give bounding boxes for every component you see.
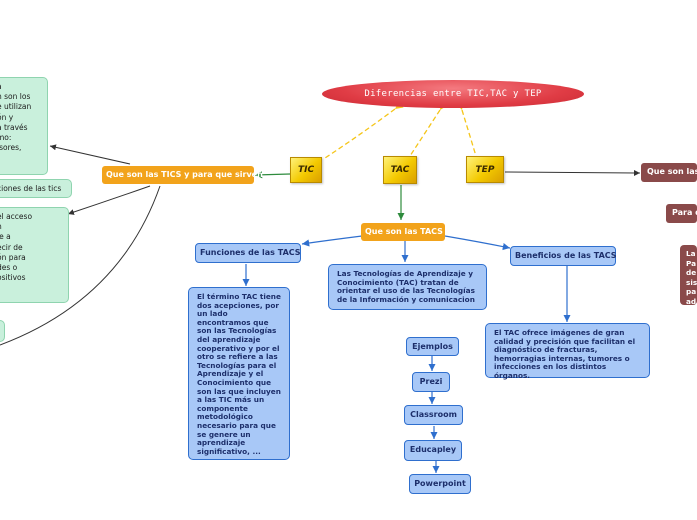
connector-tic-definition (49, 144, 131, 165)
tep-title-node[interactable]: Que son las (641, 163, 697, 182)
tep-definition-line: Pa (686, 258, 697, 268)
tac-benefits-text[interactable]: El TAC ofrece imágenes de gran calidad y… (485, 323, 650, 380)
example-item-powerpoint[interactable]: Powerpoint (409, 474, 471, 494)
tep-definition-line: pa (686, 287, 697, 297)
tic-functions-line: le a (0, 232, 11, 242)
tac-examples-title[interactable]: Ejemplos (406, 337, 459, 356)
example-item-classroom[interactable]: Classroom (404, 405, 463, 425)
connector-tep-title (504, 169, 641, 176)
tac-title-node[interactable]: Que son las TACS (361, 223, 445, 241)
tic-functions-line: n (0, 222, 62, 232)
tic-definition-line: a (0, 82, 41, 92)
example-item-educapley[interactable]: Educapley (404, 440, 462, 461)
tac-functions-text[interactable]: El término TAC tiene dos acepciones, por… (188, 287, 290, 460)
connector-tac-benefits (444, 235, 511, 251)
tep-definition-line: de (686, 268, 697, 278)
tep-definition-line: sis (686, 277, 697, 287)
tep-definition-line: ad (686, 296, 697, 305)
tic-functions-label[interactable]: ciones de las tics (0, 179, 72, 198)
tic-extra-box[interactable] (0, 320, 5, 342)
tic-functions-line: el acceso (0, 212, 33, 221)
tic-functions-line: ón para (0, 252, 26, 262)
connector-tic-extra (0, 185, 161, 346)
tic-definition-line: e utilizan (0, 102, 32, 112)
tac-label[interactable]: TAC (383, 156, 417, 184)
connector-tic-functions (67, 185, 151, 215)
tic-functions-line: ecir de (0, 242, 23, 252)
connector-root-tep (455, 101, 477, 157)
tep-label[interactable]: TEP (466, 156, 504, 183)
root-node[interactable]: Diferencias entre TIC,TAC y TEP (322, 80, 584, 108)
tic-functions-line: des o (0, 263, 18, 273)
tep-definition-line: La (686, 249, 696, 258)
tep-purpose-node[interactable]: Para q (666, 204, 697, 223)
tic-definition-line: mo: (0, 133, 12, 143)
tac-definition-box[interactable]: Las Tecnologías de Aprendizaje y Conocim… (328, 264, 487, 310)
tic-title-node[interactable]: Que son las TICS y para que sirven (102, 166, 263, 184)
tic-definition-line: ón y (0, 112, 14, 122)
tac-functions-title[interactable]: Funciones de las TACS (195, 243, 301, 263)
tic-definition-line: n son los (0, 92, 31, 102)
tic-functions-label-text: ciones de las tics (0, 184, 62, 193)
tic-functions-box[interactable]: el acceso n le a ecir de ón para des o o… (0, 207, 69, 303)
tac-benefits-title[interactable]: Beneficios de las TACS (510, 246, 617, 266)
connector-tac-functions (301, 235, 363, 247)
connector-tic-title (254, 171, 291, 179)
tic-definition-box[interactable]: a n son los e utilizan ón y a través mo:… (0, 77, 48, 175)
tep-definition-box[interactable]: La Pa de sis pa ad (680, 245, 697, 305)
connector-root-tic (324, 101, 404, 159)
tic-definition-line: a través (0, 122, 28, 132)
example-item-prezi[interactable]: Prezi (412, 372, 450, 392)
tic-label[interactable]: TIC (290, 157, 322, 183)
tic-definition-line: isores, (0, 143, 22, 153)
connector-root-tac (409, 101, 448, 157)
